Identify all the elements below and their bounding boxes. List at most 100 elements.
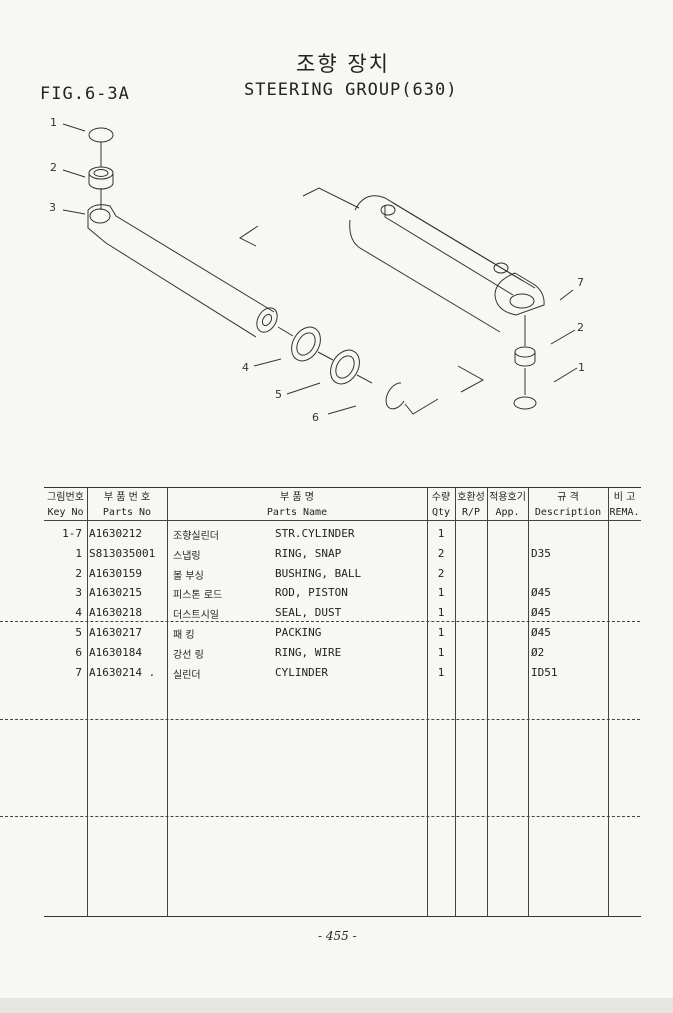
column-header-english: Parts Name [266,507,328,518]
part-number: A1630215 [89,586,142,600]
snap-ring-right [513,396,537,410]
column-header: 수량 Qty [427,490,455,520]
column-header-english: App. [495,507,520,518]
quantity: 1 [437,606,445,620]
ball-bushing-right [514,346,536,367]
column-header: 비 고 REMA. [608,490,641,520]
column-header: 부 품 명 Parts Name [167,490,427,520]
part-name-english: ROD, PISTON [275,586,348,600]
callout-5: 5 [275,388,282,401]
part-name-english: SEAL, DUST [275,606,342,620]
key-number: 2 [75,566,82,580]
part-name-english: RING, WIRE [275,645,342,659]
part-number: A1630159 [89,566,142,580]
part-name-korean: 실린더 [173,669,201,681]
part-number: A1630212 [89,527,142,540]
column-header-korean: 비 고 [613,492,636,503]
description: Ø45 [531,586,551,600]
key-number: 1-7 [62,527,82,540]
callout-labels: 1 2 3 4 5 6 7 2 1 [49,116,585,424]
column-header-korean: 부 품 번 호 [103,492,151,503]
quantity: 1 [437,645,445,659]
description: Ø45 [531,626,551,639]
exploded-parts-diagram: 1 2 3 4 5 6 7 2 1 [49,116,585,424]
column-header-english: Qty [431,507,451,518]
column-header-english: Parts No [102,507,152,518]
column-header-english: Description [534,507,602,518]
column-header-korean: 그림번호 [47,492,84,503]
title-korean: 조향 장치 [296,52,390,76]
callout-6: 6 [312,411,319,424]
piston-rod [87,204,278,338]
part-name-korean: 볼 부싱 [173,570,204,582]
ball-bushing-top-left [88,166,114,190]
column-header: 부 품 번 호 Parts No [87,490,167,520]
key-number: 4 [75,606,82,620]
part-name-korean: 스냅링 [173,550,201,562]
description: Ø2 [531,645,545,659]
callout-7: 7 [577,276,584,289]
quantity: 1 [437,586,445,600]
description: Ø45 [531,606,551,620]
page-number: - 455 - [318,929,357,943]
quantity: 2 [437,566,445,580]
wire-ring [385,382,405,410]
part-number: A1630184 [89,645,142,659]
callout-1-right: 1 [578,361,585,374]
column-header-english: R/P [461,507,481,518]
column-header-english: Key No [47,507,84,518]
part-name-english: BUSHING, BALL [275,566,362,580]
callout-1: 1 [50,116,57,129]
key-number: 7 [75,665,82,679]
part-name-korean: 피스톤 로드 [173,590,223,602]
callout-4: 4 [242,361,249,374]
title-english: STEERING GROUP(630) [244,80,458,100]
column-header: 호환성 R/P [455,490,487,520]
snap-ring-top-left [88,127,114,143]
dust-seal [291,326,321,362]
column-header: 그림번호 Key No [44,490,87,520]
table-row: 2 A1630159 볼 부싱 BUSHING, BALL 2 [44,567,641,585]
table-row: 6 A1630184 강선 링 RING, WIRE 1 Ø2 [44,646,641,664]
key-number: 3 [75,586,82,600]
scan-bottom-edge [0,998,673,1013]
cylinder [349,195,545,333]
part-name-english: CYLINDER [275,665,328,679]
column-header-korean: 규 격 [557,492,579,503]
column-header: 적용호기 App. [487,490,528,520]
column-header-korean: 적용호기 [489,492,526,503]
part-name-korean: 강선 링 [173,649,204,661]
callout-3: 3 [49,201,56,214]
column-header-korean: 부 품 명 [280,492,314,503]
quantity: 2 [437,546,445,560]
key-number: 6 [75,645,82,659]
quantity: 1 [437,626,445,639]
part-number: S813035001 [89,546,156,560]
part-number: A1630218 [89,606,142,620]
column-header: 규 격 Description [528,490,608,520]
table-row: 7 A1630214 . 실린더 CYLINDER 1 ID51 [44,666,641,684]
table-row: 1-7 A1630212 조향실린더 STR.CYLINDER 1 [44,527,641,545]
table-row: 5 A1630217 패 킹 PACKING 1 Ø45 [44,626,641,644]
column-header-korean: 수량 [431,492,451,503]
column-header-english: REMA. [609,507,640,518]
callout-2-right: 2 [577,321,584,334]
column-header-korean: 호환성 [457,492,485,503]
quantity: 1 [437,527,445,540]
key-number: 5 [75,626,82,639]
key-number: 1 [75,546,82,560]
part-number: A1630214 . [89,665,156,679]
part-name-english: PACKING [275,626,322,639]
description: ID51 [531,665,558,679]
part-name-korean: 조향실린더 [173,531,219,542]
packing [330,349,360,385]
callout-2: 2 [50,161,57,174]
part-name-english: STR.CYLINDER [275,527,355,540]
quantity: 1 [437,665,445,679]
table-row: 3 A1630215 피스톤 로드 ROD, PISTON 1 Ø45 [44,586,641,604]
part-name-korean: 패 킹 [173,630,195,641]
part-number: A1630217 [89,626,142,639]
parts-table: 그림번호 Key No 부 품 번 호 Parts No 부 품 명 Parts Name… [0,487,641,917]
